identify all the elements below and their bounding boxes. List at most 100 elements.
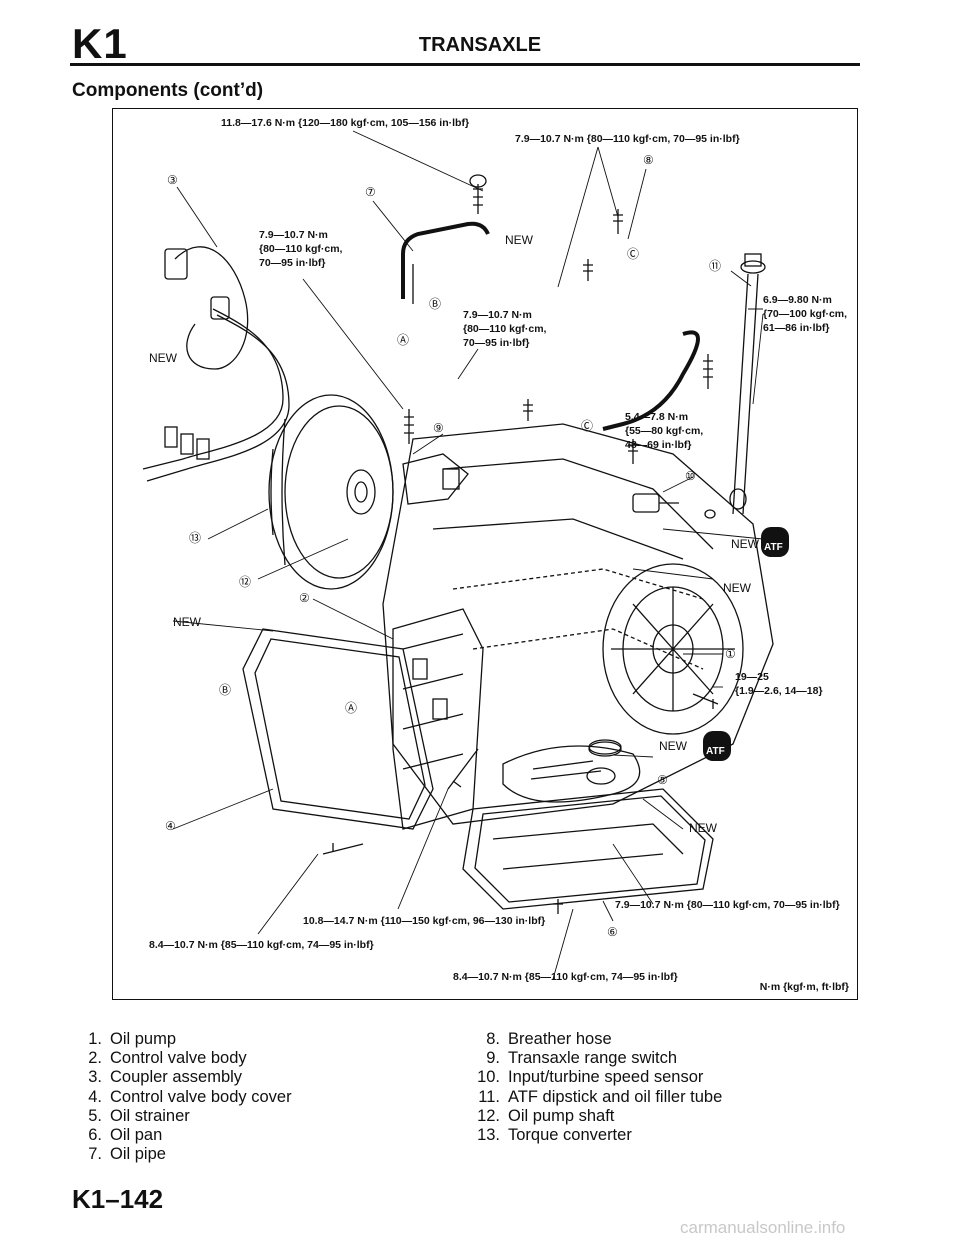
torque-label-bottom: 8.4—10.7 N·m {85—110 kgf·cm, 74—95 in·lb… [453,971,678,983]
marker-b: Ⓑ [429,297,442,311]
legend-num: 7. [88,1145,102,1164]
torque-label-mid-2: {80—110 kgf·cm, [463,323,547,335]
legend-num: 6. [88,1126,102,1145]
legend-item: 7. Oil pipe [76,1145,292,1164]
legend-item: 13.Torque converter [470,1126,722,1145]
torque-label-left-2: {80—110 kgf·cm, [259,243,343,255]
legend-num: 10. [477,1068,500,1087]
marker-c: Ⓒ [627,247,640,261]
torque-label-right-1: 6.9—9.80 N·m [763,294,832,306]
legend-label: Breather hose [508,1030,612,1048]
callout-1: ① [725,647,736,661]
legend-item: 10.Input/turbine speed sensor [470,1068,722,1087]
legend-label: Control valve body cover [110,1087,292,1106]
legend-label: Oil strainer [110,1106,190,1125]
legend-label: Oil pump [110,1030,177,1048]
legend-num: 12. [477,1106,500,1125]
valve-body-cover-drawing [242,628,434,830]
torque-converter-drawing [268,394,394,590]
callout-13: ⑬ [189,531,202,545]
legend-num: 5. [88,1106,102,1125]
torque-label-bottom-left: 8.4—10.7 N·m {85—110 kgf·cm, 74—95 in·lb… [149,939,374,951]
legend-item: 4. Control valve body cover [76,1087,292,1107]
torque-label-mid-3: 70—95 in·lbf} [463,337,530,349]
torque-label-pan: 7.9—10.7 N·m {80—110 kgf·cm, 70—95 in·lb… [615,899,840,911]
torque-label-cover: 10.8—14.7 N·m {110—150 kgf·cm, 96—130 in… [303,915,546,927]
page-subtitle: Components (cont’d) [72,80,264,101]
coupler-harness-drawing [142,246,290,482]
callout-9: ⑨ [433,421,444,435]
legend-label: ATF dipstick and oil filler tube [508,1087,723,1106]
oil-pan-drawing [462,788,714,910]
legend-label: Control valve body [110,1049,247,1068]
legend-left: 1. Oil pump 2. Control valve body 3. Couple… [76,1030,292,1164]
atf-badge: ATF [764,542,783,553]
legend-label: Oil pipe [110,1145,166,1164]
section-code: K1 [72,20,128,67]
legend-num: 9. [486,1049,500,1068]
new-label: NEW [731,537,759,551]
marker-a: Ⓐ [397,333,410,347]
marker-a: Ⓐ [345,701,358,715]
oil-pipe-drawing [401,221,490,304]
legend-item: 12. Oil pump shaft [470,1107,722,1126]
legend-num: 4. [88,1087,102,1106]
legend-label: Oil pump shaft [508,1106,615,1125]
legend-num: 3. [88,1068,102,1087]
callout-5: ⑤ [657,773,668,787]
torque-label-mid-1: 7.9—10.7 N·m [463,309,532,321]
callout-7: ⑦ [365,185,376,199]
torque-label-pump-1: 19—25 [735,671,769,683]
torque-label-pump-2: {1.9—2.6, 14—18} [735,685,823,697]
oil-strainer-drawing [502,739,641,803]
new-label: NEW [505,233,533,247]
range-switch-drawing [402,453,469,505]
callout-6: ⑥ [607,925,618,939]
legend-item: 9. Transaxle range switch [470,1049,722,1068]
legend-item: 5. Oil strainer [76,1107,292,1126]
callout-8: ⑧ [643,153,654,167]
bolt-drawings [322,174,719,914]
new-label: NEW [723,581,751,595]
torque-label-top: 11.8—17.6 N·m {120—180 kgf·cm, 105—156 i… [221,117,470,129]
transaxle-case-drawing [382,423,774,825]
new-label: NEW [689,821,717,835]
legend-label: Coupler assembly [110,1068,243,1087]
section-title: TRANSAXLE [418,34,542,56]
torque-label-sensor-3: 48—69 in·lbf} [625,439,692,451]
atf-badge: ATF [706,746,725,757]
torque-label-left-3: 70—95 in·lbf} [259,257,326,269]
header-rule [70,63,860,66]
legend-num: 1. [88,1030,102,1048]
marker-c: Ⓒ [581,419,594,433]
breather-hose-drawing [602,330,700,431]
callout-11: ⑪ [709,259,722,273]
dipstick-tube-drawing [729,253,766,515]
callout-2: ② [299,591,310,605]
legend-right: 8. Breather hose 9. Transaxle range switch… [470,1030,722,1145]
torque-label-right-2: {70—100 kgf·cm, [763,308,848,320]
legend-num: 13. [477,1126,500,1145]
watermark: carmanualsonline.info [680,1218,846,1237]
legend-item: 11. ATF dipstick and oil filler tube [470,1088,722,1107]
legend-num: 11. [478,1087,500,1106]
speed-sensor-drawing [632,493,679,513]
legend-label: Oil pan [110,1126,163,1145]
callout-12: ⑫ [239,575,252,589]
legend-num: 2. [88,1049,102,1068]
units-note: N·m {kgf·m, ft·lbf} [759,981,849,993]
legend-label: Transaxle range switch [508,1049,678,1068]
exploded-view-drawing [142,130,789,980]
legend-item: 8. Breather hose [470,1030,722,1049]
callout-10: ⑩ [685,469,696,483]
legend-num: 8. [486,1030,500,1048]
callout-3: ③ [167,173,178,187]
new-label: NEW [149,351,177,365]
torque-label-right-3: 61—86 in·lbf} [763,322,830,334]
atf-badges [703,527,789,761]
new-label: NEW [659,739,687,753]
legend-item: 3. Coupler assembly [76,1068,292,1087]
callout-4: ④ [165,819,176,833]
torque-label-sensor-2: {55—80 kgf·cm, [625,425,704,437]
torque-label-left-1: 7.9—10.7 N·m [259,229,328,241]
